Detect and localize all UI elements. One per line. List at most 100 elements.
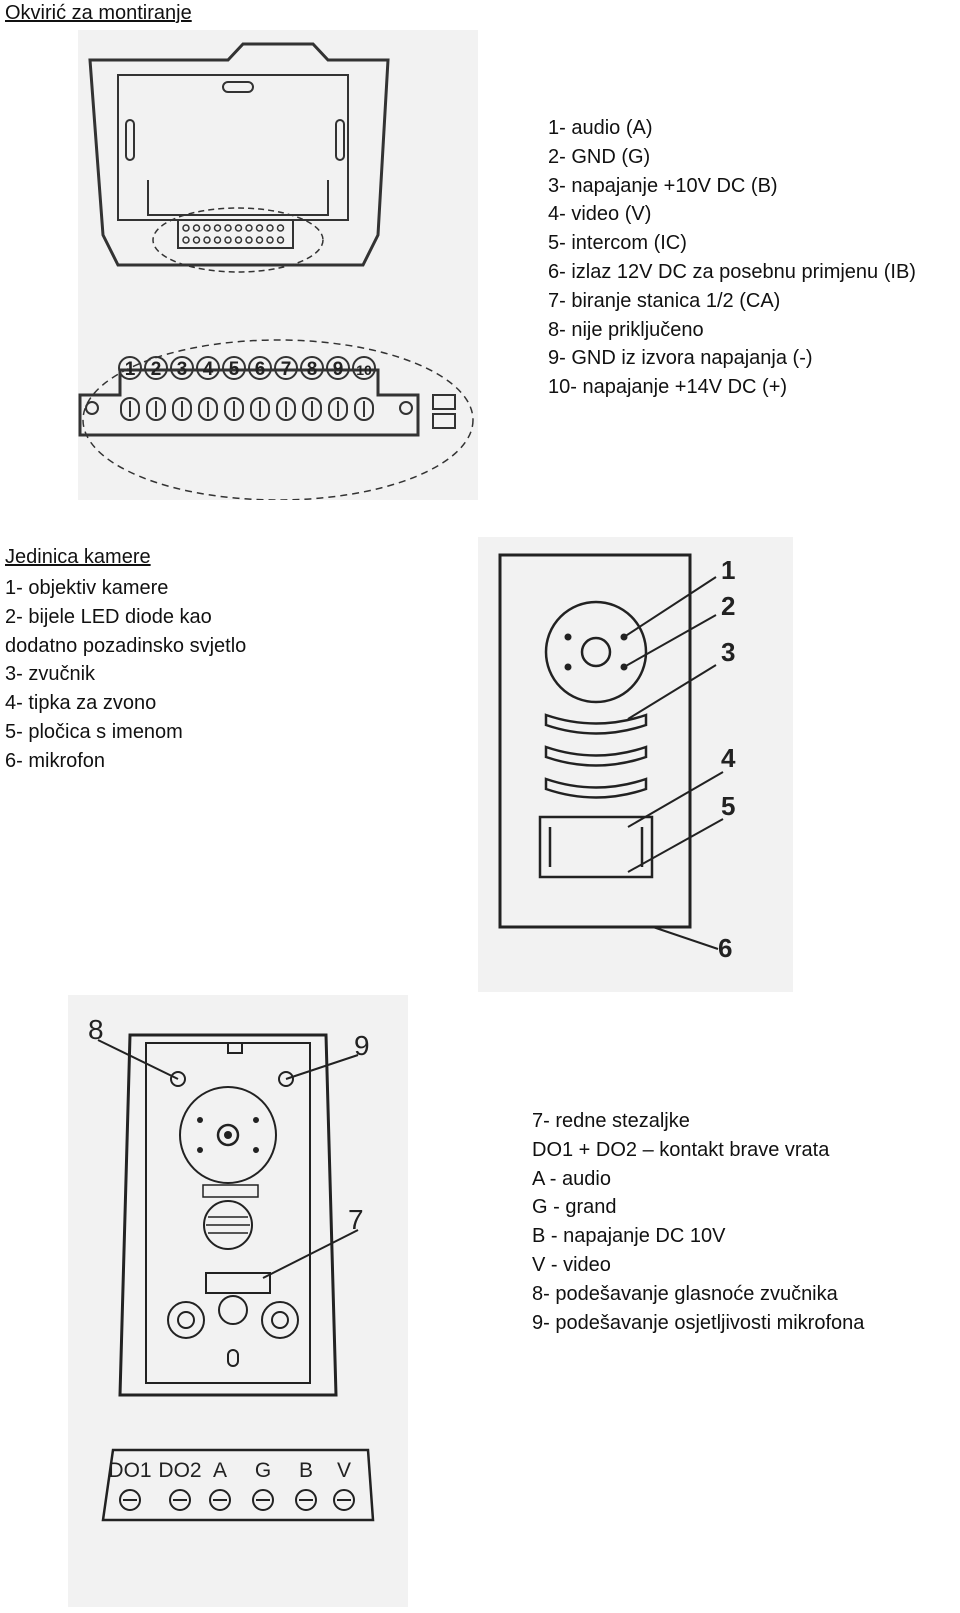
list-item: 6- izlaz 12V DC za posebnu primjenu (IB) (548, 260, 916, 283)
terminal-number: 4 (203, 359, 214, 380)
terminal-screw (354, 397, 374, 421)
terminal-screw (333, 1489, 355, 1511)
terminal-number: 6 (255, 359, 266, 380)
small-terminal-screw (203, 224, 211, 232)
small-terminal-screw (276, 224, 285, 232)
terminal-label: V (337, 1459, 351, 1482)
small-terminal-hole (245, 236, 253, 244)
small-terminal-hole (266, 236, 274, 244)
terminal-number-circle (118, 356, 142, 380)
terminal-screw (120, 397, 140, 421)
terminal-screw (250, 397, 270, 421)
callout-3: 3 (721, 637, 735, 667)
callout-6: 6 (718, 933, 732, 963)
camera-unit-diagram: 1 2 3 4 5 6 (478, 537, 793, 992)
list-item: 3- zvučnik (5, 663, 96, 686)
terminal-label: G (255, 1459, 271, 1482)
terminal-label: B (299, 1459, 313, 1482)
small-terminal-screw (245, 224, 253, 232)
small-terminal-screw (255, 224, 264, 232)
small-terminal-block (182, 224, 285, 244)
list-item: G - grand (532, 1196, 617, 1219)
terminal-number: 8 (307, 359, 318, 380)
small-terminal-hole (203, 236, 211, 244)
list-item: 10- napajanje +14V DC (+) (548, 376, 788, 399)
terminal-number-circle (196, 356, 220, 380)
callout-1: 1 (721, 555, 735, 585)
list-item: 2- bijele LED diode kao dodatno pozadins… (5, 605, 247, 657)
terminal-screw (302, 397, 322, 421)
terminal-label: DO1 (108, 1459, 151, 1482)
terminal-number-circle (170, 356, 194, 380)
camera-parts-list: 1- objektiv kamere 2- bijele LED diode k… (5, 574, 280, 776)
list-item: 2- GND (G) (548, 145, 651, 168)
terminal-number: 2 (151, 359, 162, 380)
small-terminal-hole (224, 236, 232, 244)
list-item: DO1 + DO2 – kontakt brave vrata (532, 1138, 830, 1161)
list-item: V - video (532, 1253, 611, 1276)
small-terminal-screw (234, 224, 243, 232)
list-item: 8- podešavanje glasnoće zvučnika (532, 1282, 838, 1305)
list-item: 3- napajanje +10V DC (B) (548, 174, 778, 197)
small-terminal-hole (192, 236, 201, 244)
small-terminal-hole (255, 236, 264, 244)
list-item: 9- GND iz izvora napajanja (-) (548, 347, 813, 370)
list-item: 1- audio (A) (548, 117, 653, 139)
small-terminal-hole (276, 236, 285, 244)
list-item: 5- intercom (IC) (548, 232, 687, 255)
mounting-frame-title: Okvirić za montiranje (5, 2, 192, 24)
camera-unit-title: Jedinica kamere (5, 546, 151, 568)
terminal-screw (146, 397, 166, 421)
list-item: 1- objektiv kamere (5, 577, 169, 599)
list-item: 4- video (V) (548, 203, 652, 226)
callout-8: 8 (88, 1014, 104, 1045)
terminal-number-circle (352, 356, 376, 380)
small-terminal-screw (224, 224, 232, 232)
terminal-number: 1 (125, 359, 136, 380)
terminal-screw (198, 397, 218, 421)
list-item: 5- pločica s imenom (5, 720, 183, 743)
terminal-number-circle (144, 356, 168, 380)
terminal-number: 10 (356, 362, 372, 378)
small-terminal-screw (192, 224, 201, 232)
terminal-number: 7 (281, 359, 292, 380)
terminal-number-circle (300, 356, 324, 380)
list-item: 9- podešavanje osjetljivosti mikrofona (532, 1311, 865, 1334)
terminal-number-circle (222, 356, 246, 380)
callout-7: 7 (348, 1204, 364, 1235)
terminal-screw (295, 1489, 317, 1511)
terminal-number-circle (248, 356, 272, 380)
terminal-label: DO2 (158, 1459, 201, 1482)
small-terminal-screw (182, 224, 190, 232)
terminal-screw (172, 397, 192, 421)
small-terminal-hole (213, 236, 222, 244)
terminal-number: 3 (177, 359, 188, 380)
small-terminal-hole (234, 236, 243, 244)
callout-4: 4 (721, 743, 736, 773)
callout-9: 9 (354, 1030, 370, 1061)
list-item: 6- mikrofon (5, 749, 106, 772)
terminal-list: 1- audio (A) 2- GND (G) 3- napajanje +10… (548, 114, 916, 402)
list-item: 7- biranje stanica 1/2 (CA) (548, 289, 781, 312)
terminal-number: 9 (333, 359, 344, 380)
list-item: 4- tipka za zvono (5, 692, 157, 715)
terminal-screw (328, 397, 348, 421)
terminal-number: 5 (229, 359, 240, 380)
terminal-number-circle (274, 356, 298, 380)
small-terminal-screw (213, 224, 222, 232)
list-item: B - napajanje DC 10V (532, 1225, 726, 1248)
terminal-screw (209, 1489, 231, 1511)
terminal-screw (224, 397, 244, 421)
list-item: 8- nije priključeno (548, 318, 704, 341)
terminal-screw (119, 1489, 141, 1511)
terminal-description-list: 7- redne stezaljke DO1 + DO2 – kontakt b… (532, 1107, 864, 1337)
small-terminal-hole (182, 236, 190, 244)
callout-2: 2 (721, 591, 735, 621)
terminal-screw (169, 1489, 191, 1511)
list-item: A - audio (532, 1167, 611, 1190)
callout-5: 5 (721, 791, 735, 821)
list-item: 7- redne stezaljke (532, 1110, 690, 1132)
